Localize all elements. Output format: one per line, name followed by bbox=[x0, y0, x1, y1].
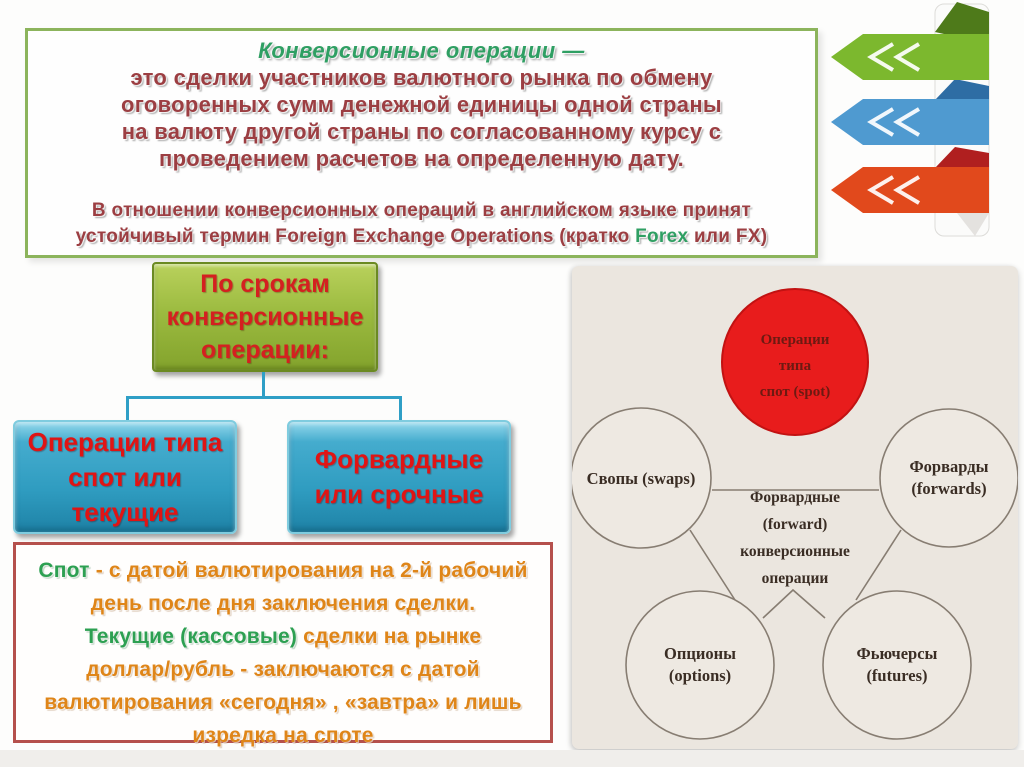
slide-bottom-edge bbox=[0, 750, 1024, 767]
root-node-line: конверсионные bbox=[166, 302, 364, 331]
connector-vertical-root bbox=[262, 372, 265, 398]
definition-body-line-1: это сделки участников валютного рынка по… bbox=[130, 65, 713, 90]
node-line: текущие bbox=[71, 496, 179, 527]
definition-body-line-3: на валюту другой страны по согласованном… bbox=[121, 119, 722, 144]
futures-label: (futures) bbox=[866, 666, 927, 685]
node-spot-current: Операции типа спот или текущие bbox=[13, 420, 237, 534]
spot-note-line-6: изредка на споте bbox=[192, 724, 374, 747]
definition-note-line-1: В отношении конверсионных операций в анг… bbox=[91, 200, 752, 221]
definition-title: Конверсионные операции — bbox=[258, 38, 585, 63]
node-line: или срочные bbox=[314, 479, 484, 509]
spot-circle-label: спот (spot) bbox=[760, 384, 830, 400]
definition-note-line-2: устойчивый термин Foreign Exchange Opera… bbox=[28, 224, 815, 250]
hub-label: Форвардные bbox=[750, 489, 840, 506]
ribbon-graphic bbox=[831, 2, 990, 237]
spot-note-seg: - с датой валютирования на 2-й рабочий bbox=[89, 559, 528, 582]
spot-circle-label: типа bbox=[779, 358, 812, 374]
options-label: (options) bbox=[669, 666, 731, 685]
connector-vertical-left bbox=[126, 396, 129, 422]
ribbon-fold-green bbox=[935, 2, 989, 44]
spot-note-box: Спот - с датой валютирования на 2-й рабо… bbox=[13, 542, 553, 747]
chevron-left-icon bbox=[867, 175, 895, 205]
node-line: спот или bbox=[68, 461, 182, 492]
forwards-label: (forwards) bbox=[911, 479, 986, 498]
hub-label: конверсионные bbox=[740, 543, 850, 560]
chevron-left-icon bbox=[867, 42, 895, 72]
note-line2-post: или FX) bbox=[688, 226, 768, 247]
node-line: Операции типа bbox=[27, 426, 223, 457]
ribbon-band-blue bbox=[831, 99, 989, 145]
root-node-line: По срокам bbox=[200, 269, 330, 298]
swaps-circle bbox=[572, 407, 712, 549]
spot-note-seg: сделки на рынке bbox=[297, 625, 482, 648]
ribbon-bottom-curl bbox=[957, 213, 989, 236]
connector-horizontal bbox=[126, 396, 402, 399]
spot-note-line-1: Спот - с датой валютирования на 2-й рабо… bbox=[16, 554, 550, 587]
spot-note-line-2: день после дня заключения сделки. bbox=[90, 592, 476, 615]
forex-term: Forex bbox=[635, 226, 689, 247]
ribbon-fold-red bbox=[935, 147, 989, 168]
root-node-terms: По срокам конверсионные операции: bbox=[152, 262, 378, 372]
definition-body-line-2: оговоренных сумм денежной единицы одной … bbox=[120, 92, 723, 117]
diagram-panel: Операции типа спот (spot) Свопы (swaps) … bbox=[572, 266, 1018, 749]
swaps-label: Свопы (swaps) bbox=[587, 469, 696, 488]
spot-note-line-4: доллар/рубль - заключаются с датой bbox=[86, 658, 480, 681]
spot-term: Спот bbox=[38, 559, 90, 582]
spot-circle-label: Операции bbox=[761, 332, 830, 348]
current-term: Текущие (кассовые) bbox=[84, 625, 298, 648]
diagram-connector-lines bbox=[689, 489, 902, 619]
definition-note: В отношении конверсионных операций в анг… bbox=[28, 198, 815, 250]
node-forward-term: Форвардные или срочные bbox=[287, 420, 511, 534]
spot-note-line-3: Текущие (кассовые) сделки на рынке bbox=[16, 620, 550, 653]
spot-circle bbox=[721, 288, 869, 436]
hub-label: операции bbox=[762, 570, 829, 587]
ribbon-band-orange bbox=[831, 167, 989, 213]
definition-box: Конверсионные операции — это сделки учас… bbox=[25, 28, 818, 258]
chevron-left-icon bbox=[893, 175, 921, 205]
note-line2-pre: устойчивый термин Foreign Exchange Opera… bbox=[75, 226, 636, 247]
node-line: Форвардные bbox=[314, 444, 484, 474]
chevron-left-icon bbox=[893, 107, 921, 137]
spot-note-line-5: валютирования «сегодня» , «завтра» и лиш… bbox=[44, 691, 522, 714]
futures-label: Фьючерсы bbox=[857, 644, 938, 663]
forwards-label: Форварды bbox=[910, 457, 989, 476]
ribbon-fold-blue bbox=[935, 79, 989, 100]
hub-label: (forward) bbox=[763, 516, 828, 533]
connector-vertical-right bbox=[399, 396, 402, 422]
forwards-circle bbox=[879, 408, 1018, 548]
options-label: Опционы bbox=[664, 644, 736, 663]
root-node-line: операции: bbox=[201, 335, 329, 364]
chevron-left-icon bbox=[867, 107, 895, 137]
ribbon-band-green bbox=[831, 34, 989, 80]
definition-body-line-4: проведением расчетов на определенную дат… bbox=[158, 146, 684, 171]
futures-circle bbox=[822, 590, 972, 740]
chevron-left-icon bbox=[893, 42, 921, 72]
options-circle bbox=[625, 590, 775, 740]
